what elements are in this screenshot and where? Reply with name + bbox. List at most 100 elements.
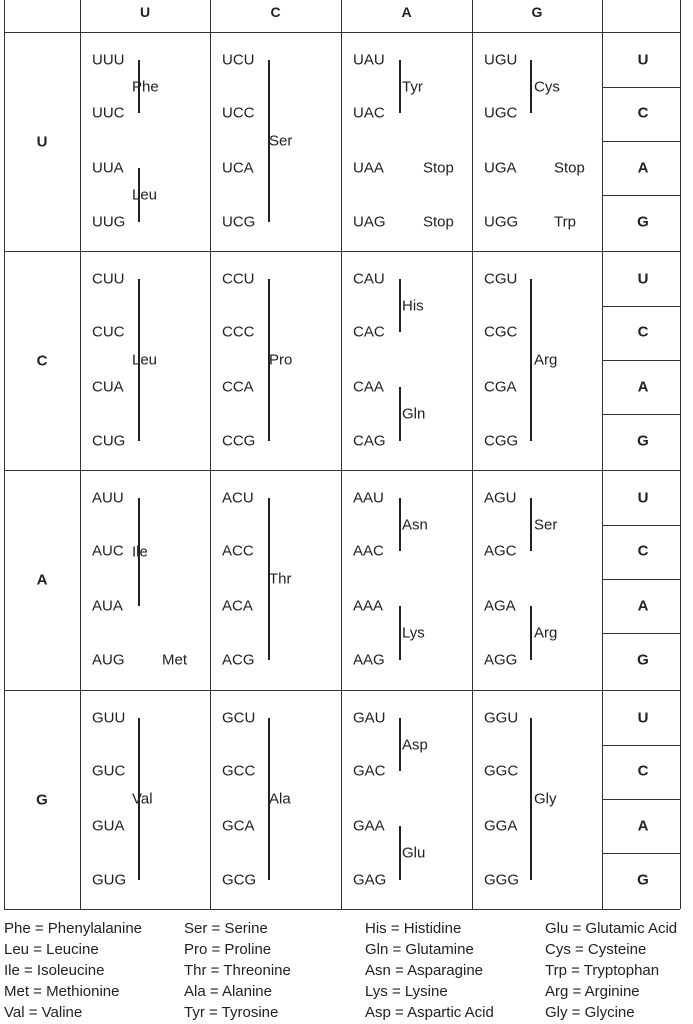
grid-hline bbox=[4, 690, 680, 691]
legend-entry: Met = Methionine bbox=[4, 983, 120, 1000]
amino-acid-label: Leu bbox=[132, 351, 158, 369]
codon-cell: GGA bbox=[484, 817, 518, 835]
column-header-c: C bbox=[270, 4, 281, 20]
amino-acid-label: Leu bbox=[132, 186, 158, 204]
codon-cell: ACC bbox=[222, 542, 254, 560]
third-base-label: G bbox=[637, 432, 649, 450]
codon-cell: UCU bbox=[222, 51, 255, 69]
grid-hline bbox=[602, 524, 680, 526]
codon-cell: GGC bbox=[484, 762, 519, 780]
codon-cell: UUC bbox=[92, 104, 125, 122]
codon-cell: GUA bbox=[92, 817, 125, 835]
amino-acid-label: Asp bbox=[402, 736, 428, 753]
grid-hline bbox=[602, 32, 680, 33]
amino-acid-label: Cys bbox=[534, 78, 560, 95]
codon-cell: UAC bbox=[353, 104, 385, 122]
third-base-label: U bbox=[637, 270, 649, 288]
legend-entry: Phe = Phenylalanine bbox=[4, 920, 143, 937]
grid-hline bbox=[602, 86, 680, 88]
codon-cell: CUA bbox=[92, 378, 124, 396]
third-base-label: A bbox=[637, 378, 649, 396]
codon-cell: UGC bbox=[484, 104, 518, 122]
amino-acid-bracket bbox=[268, 718, 270, 880]
amino-acid-bracket bbox=[138, 279, 140, 441]
codon-cell: ACA bbox=[222, 597, 253, 615]
legend-entry: Pro = Proline bbox=[184, 941, 272, 958]
amino-acid-label: Ser bbox=[534, 516, 558, 533]
amino-acid-bracket bbox=[399, 60, 401, 113]
amino-acid-bracket bbox=[268, 60, 270, 222]
grid-hline bbox=[4, 470, 680, 471]
codon-cell: UAU bbox=[353, 51, 385, 69]
amino-acid-bracket bbox=[138, 60, 140, 113]
amino-acid-label: Stop bbox=[423, 159, 454, 177]
grid-hline bbox=[602, 359, 680, 361]
amino-acid-label: Gln bbox=[402, 405, 426, 423]
codon-cell: AAC bbox=[353, 542, 384, 560]
column-header-g: G bbox=[531, 4, 543, 20]
amino-acid-label: Gly bbox=[534, 790, 557, 808]
codon-cell: GAU bbox=[353, 709, 386, 727]
codon-cell: UGG bbox=[484, 213, 519, 231]
codon-cell: AUG bbox=[92, 651, 125, 669]
third-base-label: C bbox=[637, 542, 649, 560]
codon-cell: UUU bbox=[92, 51, 125, 69]
first-base-label: C bbox=[36, 352, 48, 369]
amino-acid-label: Glu bbox=[402, 844, 426, 862]
amino-acid-bracket bbox=[399, 718, 401, 771]
grid-vline bbox=[210, 0, 211, 909]
amino-acid-bracket bbox=[530, 60, 532, 113]
amino-acid-label: Ser bbox=[269, 132, 293, 150]
codon-cell: UGU bbox=[484, 51, 518, 69]
codon-cell: CUC bbox=[92, 323, 125, 341]
amino-acid-bracket bbox=[530, 279, 532, 441]
amino-acid-bracket bbox=[399, 606, 401, 660]
codon-cell: AUU bbox=[92, 489, 124, 507]
codon-cell: AGC bbox=[484, 542, 517, 560]
amino-acid-bracket bbox=[138, 718, 140, 880]
third-base-label: U bbox=[637, 51, 649, 69]
legend-entry: Val = Valine bbox=[4, 1004, 83, 1021]
legend-entry: Tyr = Tyrosine bbox=[184, 1004, 279, 1021]
amino-acid-bracket bbox=[399, 387, 401, 441]
amino-acid-label: Phe bbox=[132, 78, 159, 95]
codon-cell: AGG bbox=[484, 651, 518, 669]
grid-hline bbox=[602, 633, 680, 634]
codon-cell: UCG bbox=[222, 213, 256, 231]
amino-acid-label: Stop bbox=[554, 159, 585, 177]
column-header-a: A bbox=[401, 4, 412, 20]
codon-cell: GUU bbox=[92, 709, 126, 727]
amino-acid-label: Trp bbox=[554, 213, 576, 231]
amino-acid-label: Lys bbox=[402, 624, 425, 642]
grid-vline bbox=[680, 0, 681, 909]
first-base-label: G bbox=[36, 791, 48, 808]
third-base-label: G bbox=[637, 213, 649, 231]
amino-acid-bracket bbox=[399, 279, 401, 332]
codon-cell: AUA bbox=[92, 597, 123, 615]
codon-cell: CAU bbox=[353, 270, 385, 288]
codon-cell: GAC bbox=[353, 762, 386, 780]
grid-hline bbox=[4, 909, 680, 910]
codon-cell: CGU bbox=[484, 270, 518, 288]
third-base-label: C bbox=[637, 762, 649, 780]
grid-vline bbox=[472, 0, 473, 909]
legend-entry: Arg = Arginine bbox=[545, 983, 640, 1000]
legend-entry: Glu = Glutamic Acid bbox=[545, 920, 678, 937]
codon-cell: UAA bbox=[353, 159, 384, 177]
codon-cell: CUG bbox=[92, 432, 126, 450]
third-base-label: A bbox=[637, 159, 649, 177]
codon-cell: CCA bbox=[222, 378, 254, 396]
legend-entry: Leu = Leucine bbox=[4, 941, 99, 958]
third-base-label: G bbox=[637, 871, 649, 889]
legend-entry: His = Histidine bbox=[365, 920, 462, 937]
codon-cell: ACU bbox=[222, 489, 254, 507]
amino-acid-label: His bbox=[402, 297, 424, 314]
amino-acid-bracket bbox=[138, 498, 140, 606]
first-base-label: U bbox=[36, 133, 48, 150]
amino-acid-bracket bbox=[399, 498, 401, 551]
amino-acid-label: Met bbox=[162, 651, 188, 669]
amino-acid-bracket bbox=[530, 606, 532, 660]
first-base-label: A bbox=[36, 571, 48, 589]
grid-hline bbox=[602, 305, 680, 307]
third-base-label: U bbox=[637, 709, 649, 727]
